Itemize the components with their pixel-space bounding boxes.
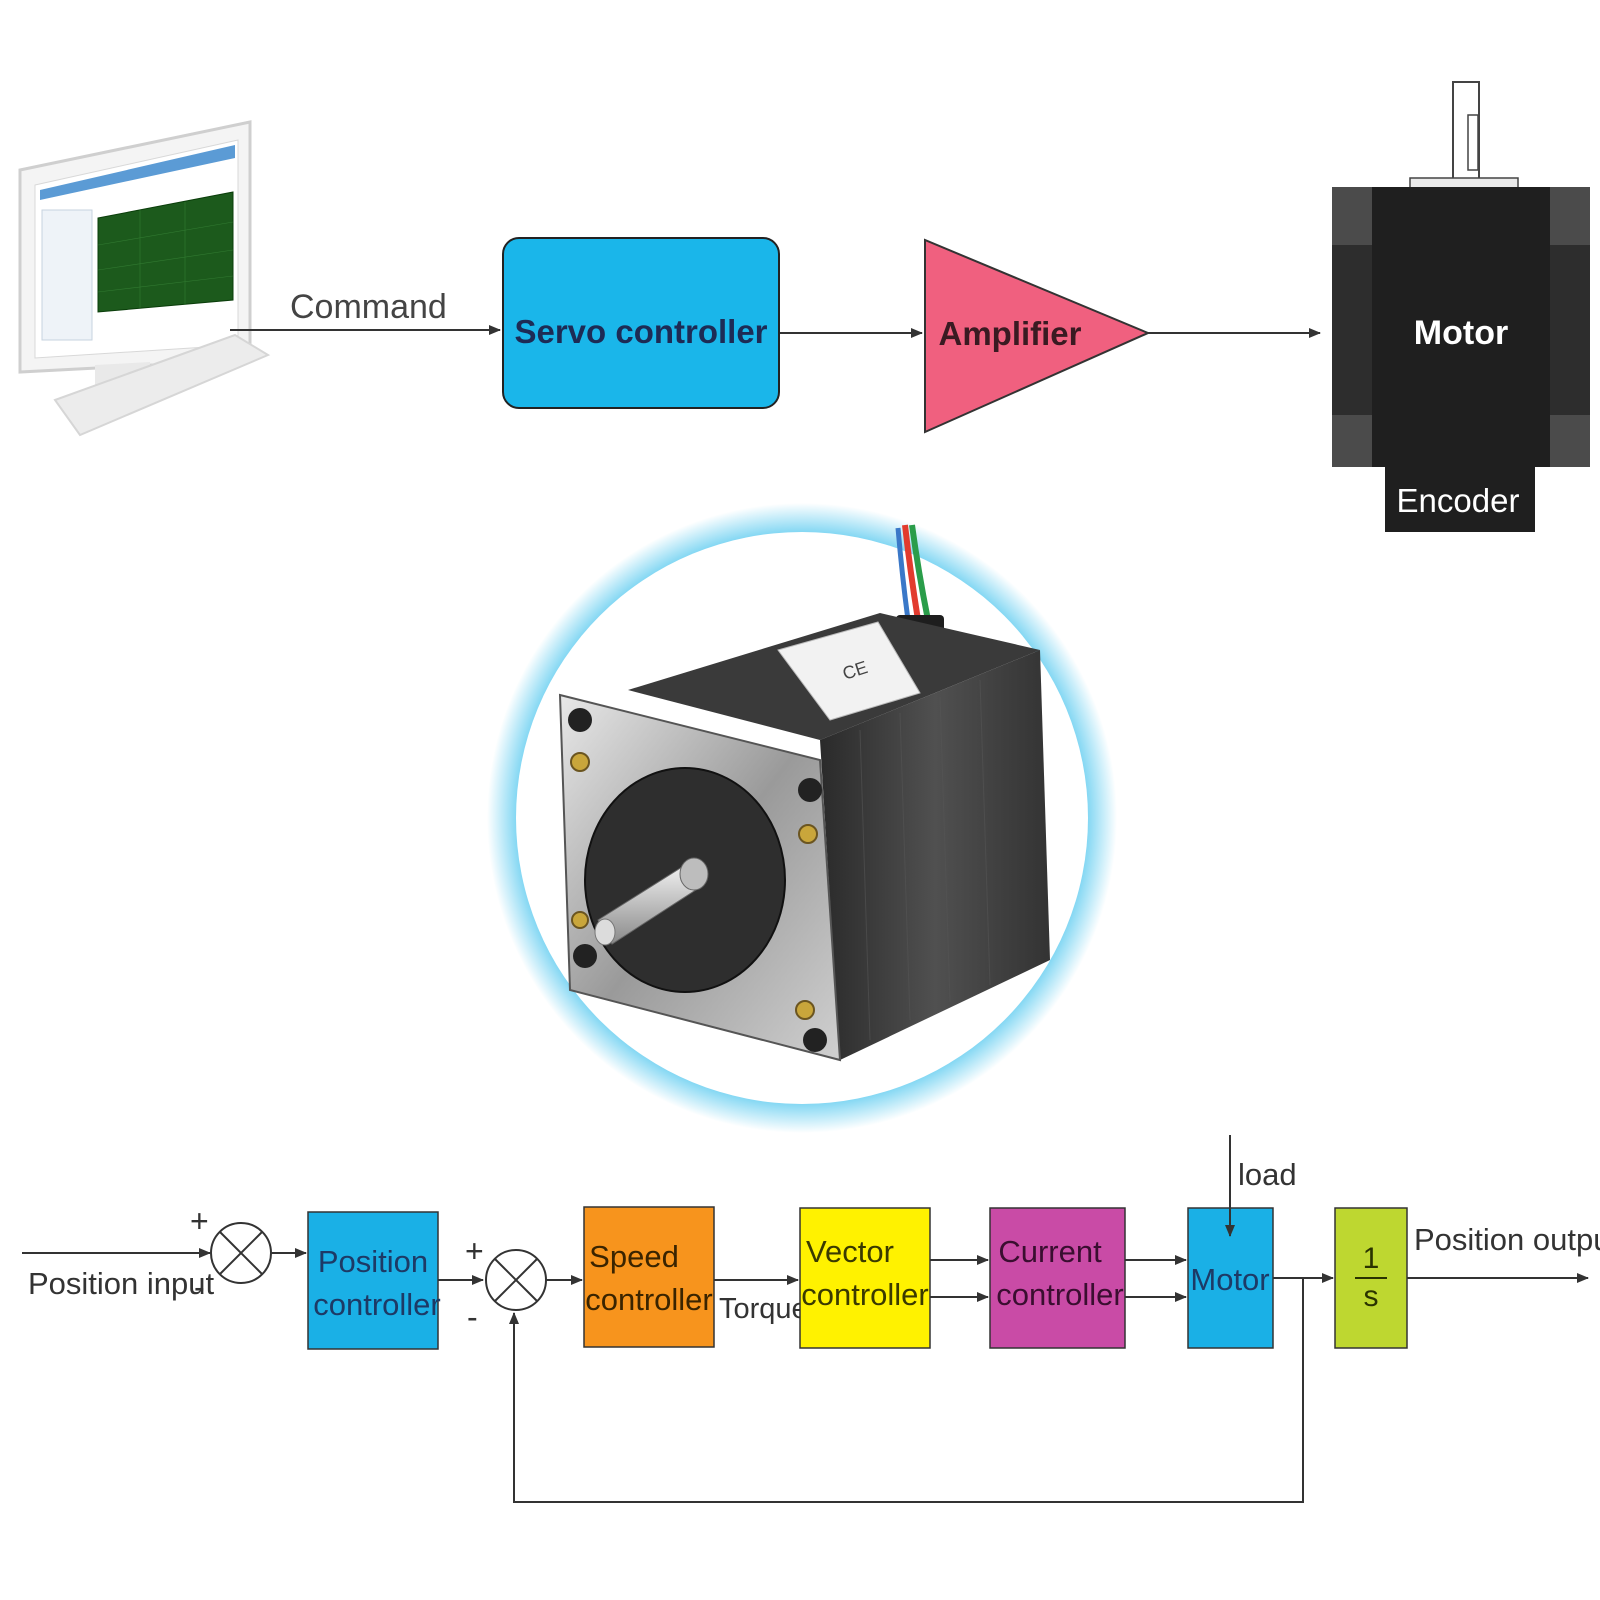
current-controller-block [989, 1207, 1126, 1349]
position-controller-line-1: Position [318, 1244, 428, 1279]
plus-sign-1: + [190, 1203, 209, 1239]
servo-controller-label: Servo controller [514, 313, 767, 350]
motor-label: Motor [1414, 314, 1508, 352]
torque-label: Torque [719, 1293, 808, 1325]
command-label: Command [290, 288, 447, 326]
current-controller-line-2: controller [996, 1277, 1124, 1312]
motor-block [1332, 81, 1590, 532]
motor-block-label: Motor [1190, 1262, 1269, 1297]
speed-controller-line-2: controller [585, 1282, 713, 1317]
summing-junction-1 [210, 1222, 272, 1284]
amplifier-triangle [924, 238, 1151, 434]
speed-controller-line-1: Speed [589, 1239, 679, 1274]
position-input-label: Position input [28, 1266, 215, 1301]
integrator-numerator: 1 [1363, 1242, 1380, 1275]
position-controller-line-2: controller [313, 1287, 441, 1322]
control-loop-diagram: Position input + - Position controller +… [22, 1135, 1600, 1503]
load-label: load [1238, 1157, 1297, 1192]
vector-controller-line-2: controller [801, 1277, 929, 1312]
summing-junction-2 [485, 1249, 547, 1311]
feedback-loop-line [509, 1278, 1304, 1503]
encoder-label: Encoder [1397, 482, 1520, 519]
speed-controller-block [583, 1206, 715, 1348]
current-controller-line-1: Current [998, 1234, 1102, 1269]
servo-controller-block [502, 237, 780, 409]
minus-sign-1: - [194, 1269, 205, 1305]
position-controller-block [307, 1211, 439, 1350]
vector-controller-line-1: Vector [806, 1234, 894, 1269]
plus-sign-2: + [465, 1233, 484, 1269]
minus-sign-2: - [467, 1299, 478, 1335]
position-output-label: Position output [1414, 1222, 1600, 1257]
amplifier-label: Amplifier [938, 315, 1081, 352]
computer-monitor-icon [18, 120, 271, 437]
integrator-denominator: s [1364, 1280, 1379, 1313]
vector-controller-block [799, 1207, 931, 1349]
stepper-motor-photo: CE [487, 503, 1117, 1133]
